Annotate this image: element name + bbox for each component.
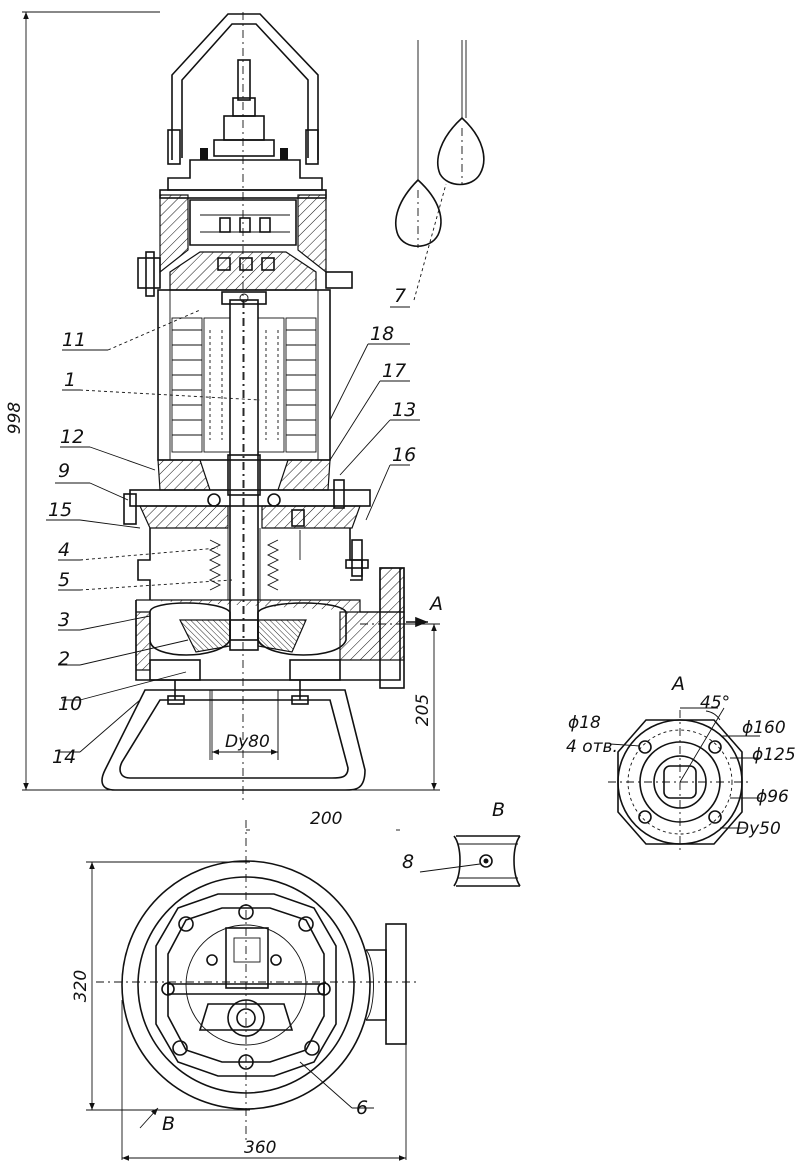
callout-15: 15 [48, 499, 72, 521]
callout-6: 6 [356, 1097, 368, 1119]
dim-320: 320 [71, 970, 91, 1002]
flange-d96: ϕ96 [756, 787, 789, 807]
callout-7: 7 [394, 285, 406, 307]
callout-4: 4 [58, 539, 70, 561]
dim-200: 200 [310, 809, 342, 829]
motor-housing [157, 289, 331, 461]
callout-14: 14 [52, 746, 76, 768]
callout-9: 9 [58, 460, 70, 482]
callout-2: 2 [58, 648, 70, 670]
dim-outlet-size: Dy80 [225, 732, 270, 752]
flange-hole-count: 4 отв. [566, 737, 618, 757]
view-a-title: A [670, 673, 685, 695]
view-a-flange [608, 707, 760, 854]
dim-total-height: 998 [5, 402, 25, 435]
callout-13: 13 [392, 399, 416, 421]
flange-d160: ϕ160 [742, 718, 786, 738]
callout-18: 18 [370, 323, 394, 345]
callout-11: 11 [62, 329, 86, 351]
callout-10: 10 [58, 693, 82, 715]
pump-section-view [101, 12, 485, 800]
callout-1: 1 [64, 369, 76, 391]
callout-leaders [46, 183, 447, 753]
callout-16: 16 [392, 444, 416, 466]
float-switch-upper [437, 116, 485, 186]
view-b-detail [419, 835, 521, 887]
callout-8: 8 [402, 851, 414, 873]
dim-outlet-height: 205 [413, 694, 433, 726]
flange-dy: Dy50 [736, 819, 781, 839]
view-b-arrow-label: B [162, 1113, 175, 1135]
flange-hole-dia: ϕ18 [568, 713, 601, 733]
impeller [179, 619, 231, 653]
flange-d125: ϕ125 [752, 745, 796, 765]
flange-angle: 45° [700, 693, 730, 713]
callout-12: 12 [60, 426, 84, 448]
view-b-title: B [492, 799, 505, 821]
lifting-handle [171, 13, 319, 160]
callout-5: 5 [58, 569, 70, 591]
plan-dimensions [86, 829, 407, 1161]
view-a-arrow-label: A [428, 593, 443, 615]
callout-17: 17 [382, 360, 406, 382]
callout-3: 3 [58, 609, 70, 631]
dim-360: 360 [244, 1138, 276, 1158]
main-dimensions [22, 11, 440, 791]
pump-plan-view [96, 820, 420, 1140]
